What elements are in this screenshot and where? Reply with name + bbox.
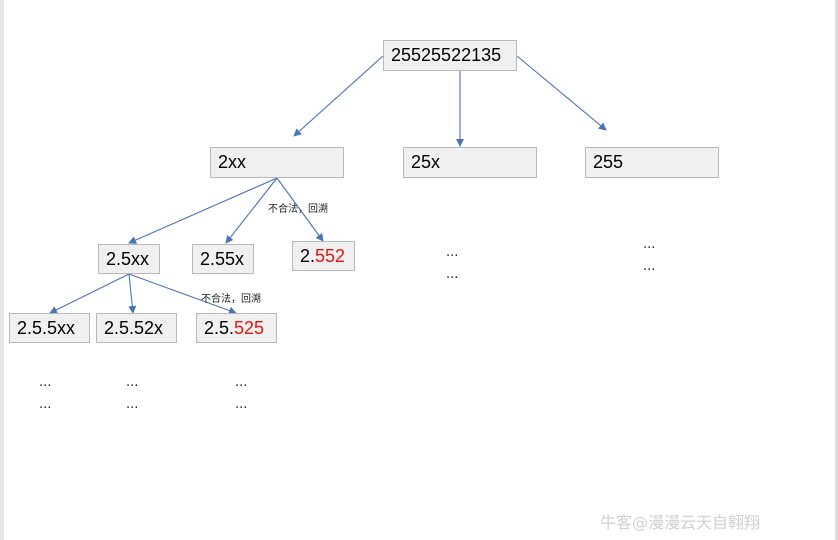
edge-2.5xx-to-2.5.52x — [128, 273, 137, 314]
node-root: 25525522135 — [383, 40, 517, 71]
node-255-label: 255 — [593, 152, 624, 172]
note-illegal-backtrack-1: 不合法，回溯 — [268, 204, 328, 215]
right-border — [835, 0, 838, 540]
watermark: 牛客@漫漫云天自翱翔 — [600, 513, 761, 532]
ellipsis-2.5.52x-subtree: ... ... — [126, 375, 139, 412]
node-2.5.52x-label: 2.5.52x — [104, 318, 164, 338]
left-border — [0, 0, 4, 540]
node-25x-label: 25x — [411, 152, 441, 172]
node-2.5.525-invalid-part: 525 — [234, 318, 265, 338]
node-2.5.52x: 2.5.52x — [96, 313, 177, 343]
edge-root-to-255 — [516, 55, 607, 131]
ellipsis-2.5.525-subtree: ... ... — [235, 375, 248, 412]
edge-2xx-to-2.5xx — [128, 177, 278, 244]
node-2.5xx: 2.5xx — [98, 244, 160, 274]
node-2.5.525: 2.5.525 — [196, 313, 277, 343]
node-2.5xx-label: 2.5xx — [106, 249, 150, 269]
node-2.552: 2.552 — [292, 241, 355, 271]
node-2.552-invalid-part: 552 — [315, 246, 346, 266]
ellipsis-25x-subtree: ... ... — [446, 245, 459, 282]
node-2.5.525-prefix: 2.5. — [204, 318, 235, 338]
node-2.552-prefix: 2. — [300, 246, 316, 266]
node-2.5.5xx-label: 2.5.5xx — [17, 318, 76, 338]
node-25x: 25x — [403, 147, 537, 178]
ellipsis-255-subtree: ... ... — [643, 237, 656, 274]
edge-root-to-2xx — [293, 55, 384, 137]
ellipsis-2.5.5xx-subtree: ... ... — [39, 375, 52, 412]
note-illegal-backtrack-2: 不合法，回溯 — [201, 294, 261, 305]
edge-2.5xx-to-2.5.5xx — [49, 273, 130, 314]
node-2xx-label: 2xx — [218, 152, 247, 172]
edge-2xx-to-2.55x — [225, 177, 278, 244]
node-root-label: 25525522135 — [391, 45, 502, 65]
node-2.55x-label: 2.55x — [200, 249, 245, 269]
node-255: 255 — [585, 147, 719, 178]
node-2.5.5xx: 2.5.5xx — [9, 313, 90, 343]
node-2.55x: 2.55x — [192, 244, 254, 274]
node-2xx: 2xx — [210, 147, 344, 178]
edge-2xx-to-2.552 — [276, 177, 324, 242]
edge-2.5xx-to-2.5.525 — [128, 273, 237, 315]
